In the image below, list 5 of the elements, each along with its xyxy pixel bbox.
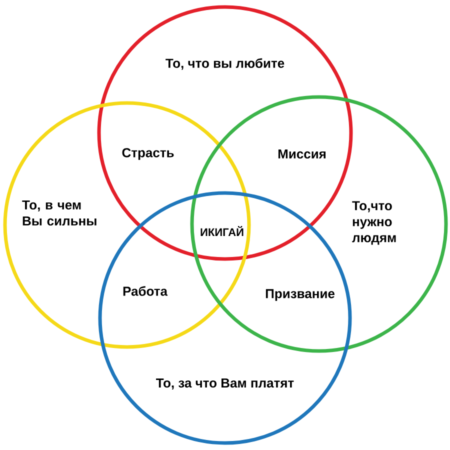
region-label: Призвание xyxy=(266,289,334,301)
region-label: Работа xyxy=(123,286,168,296)
region-label: Страсть xyxy=(122,148,174,160)
region-label: Миссия xyxy=(278,149,326,159)
region-label: ИКИГАЙ xyxy=(199,225,245,237)
